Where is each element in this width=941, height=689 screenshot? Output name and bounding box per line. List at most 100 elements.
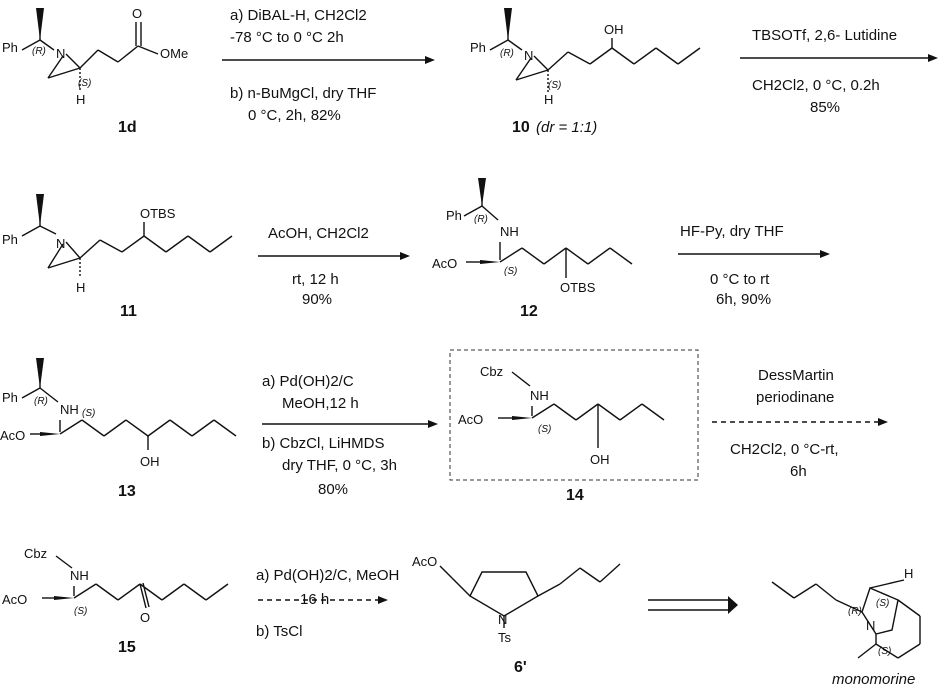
otbs-label: OTBS — [560, 280, 596, 295]
compound-11-structure — [21, 194, 233, 278]
nh-label: NH — [70, 568, 89, 583]
n-atom-label: N — [56, 236, 65, 251]
step2-cond-a: TBSOTf, 2,6- Lutidine — [752, 27, 897, 44]
nh-label: NH — [60, 402, 79, 417]
step6-cond-a: DessMartin — [758, 367, 834, 384]
aco-label: AcO — [432, 256, 457, 271]
oh-label: OH — [140, 454, 160, 469]
step1-cond-b2: 0 °C, 2h, 82% — [248, 107, 341, 124]
step7-cond-b: b) TsCl — [256, 623, 302, 640]
step6-cond-c: CH2Cl2, 0 °C-rt, — [730, 441, 839, 458]
n-atom-label: N — [498, 612, 507, 627]
n-atom-label: N — [524, 48, 533, 63]
o-label: O — [140, 610, 150, 625]
step4-cond-b: 0 °C to rt — [710, 271, 770, 288]
stereo-r-label: (R) — [474, 214, 488, 225]
step5-cond-c: 80% — [318, 481, 348, 498]
step4-cond-a: HF-Py, dry THF — [680, 223, 784, 240]
nh-label: NH — [500, 224, 519, 239]
stereo-s-label: (S) — [74, 606, 87, 617]
h-label: H — [544, 92, 553, 107]
compound-10-structure — [489, 8, 701, 92]
stereo-s-label: (S) — [78, 78, 91, 89]
oh-label: OH — [590, 452, 610, 467]
step5-cond-b2: dry THF, 0 °C, 3h — [282, 457, 397, 474]
step4-cond-c: 6h, 90% — [716, 291, 771, 308]
step6-cond-b: periodinane — [756, 389, 834, 406]
compound-label-10: 10 — [512, 119, 530, 136]
compound-10-dr: (dr = 1:1) — [536, 119, 597, 136]
step5-cond-a1: a) Pd(OH)2/C — [262, 373, 354, 390]
stereo-s-label: (S) — [82, 408, 95, 419]
ph-label: Ph — [470, 40, 486, 55]
ph-label: Ph — [446, 208, 462, 223]
arrowhead-7 — [378, 596, 388, 604]
step7-cond-a2: 16 h — [300, 591, 329, 608]
h-label: H — [904, 566, 913, 581]
step7-cond-a1: a) Pd(OH)2/C, MeOH — [256, 567, 399, 584]
stereo-s-label: (S) — [878, 646, 891, 657]
stereo-r-label: (R) — [34, 396, 48, 407]
compound-label-11: 11 — [120, 303, 137, 320]
step1-cond-a1: a) DiBAL-H, CH2Cl2 — [230, 7, 367, 24]
n-atom-label: N — [866, 618, 875, 633]
compound-14-structure — [498, 371, 665, 448]
stereo-s-label: (S) — [538, 424, 551, 435]
arrowhead-6 — [878, 418, 888, 426]
arrowhead-3 — [400, 252, 410, 260]
aco-label: AcO — [0, 428, 25, 443]
step1-cond-b1: b) n-BuMgCl, dry THF — [230, 85, 376, 102]
compound-label-monomorine: monomorine — [832, 671, 915, 688]
step3-cond-c: 90% — [302, 291, 332, 308]
step2-cond-b: CH2Cl2, 0 °C, 0.2h — [752, 77, 880, 94]
step5-cond-a2: MeOH,12 h — [282, 395, 359, 412]
stereo-r-label: (R) — [32, 46, 46, 57]
compound-1d-structure — [21, 8, 159, 92]
arrowhead-5 — [428, 420, 438, 428]
compound-label-15: 15 — [118, 639, 136, 656]
stereo-s-label: (S) — [548, 80, 561, 91]
compound-label-13: 13 — [118, 483, 136, 500]
h-label: H — [76, 92, 85, 107]
ome-label: OMe — [160, 46, 188, 61]
compound-15-structure — [42, 555, 229, 609]
ts-label: Ts — [498, 630, 512, 645]
compound-label-12: 12 — [520, 303, 538, 320]
stereo-s-label: (S) — [504, 266, 517, 277]
h-label: H — [76, 280, 85, 295]
compound-label-14: 14 — [566, 487, 584, 504]
cbz-label: Cbz — [480, 364, 503, 379]
arrowhead-8 — [728, 596, 738, 614]
ph-label: Ph — [2, 232, 18, 247]
arrowhead-1 — [425, 56, 435, 64]
compound-label-1d: 1d — [118, 119, 137, 136]
step3-cond-a: AcOH, CH2Cl2 — [268, 225, 369, 242]
aco-label: AcO — [458, 412, 483, 427]
stereo-r-label: (R) — [848, 606, 862, 617]
step2-cond-c: 85% — [810, 99, 840, 116]
arrowhead-2 — [928, 54, 938, 62]
otbs-label: OTBS — [140, 206, 176, 221]
oh-label: OH — [604, 22, 624, 37]
compound-6-structure — [439, 563, 621, 628]
o-label: O — [132, 6, 142, 21]
step3-cond-b: rt, 12 h — [292, 271, 339, 288]
n-atom-label: N — [56, 46, 65, 61]
step1-cond-a2: -78 °C to 0 °C 2h — [230, 29, 344, 46]
arrowhead-4 — [820, 250, 830, 258]
monomorine-structure — [771, 579, 921, 659]
aco-label: AcO — [412, 554, 437, 569]
step6-cond-d: 6h — [790, 463, 807, 480]
cbz-label: Cbz — [24, 546, 47, 561]
nh-label: NH — [530, 388, 549, 403]
step5-cond-b1: b) CbzCl, LiHMDS — [262, 435, 385, 452]
stereo-s-label: (S) — [876, 598, 889, 609]
stereo-r-label: (R) — [500, 48, 514, 59]
compound-13-structure — [21, 358, 237, 450]
ph-label: Ph — [2, 40, 18, 55]
compound-label-6: 6' — [514, 659, 527, 676]
ph-label: Ph — [2, 390, 18, 405]
compound-12-structure — [463, 178, 633, 278]
aco-label: AcO — [2, 592, 27, 607]
